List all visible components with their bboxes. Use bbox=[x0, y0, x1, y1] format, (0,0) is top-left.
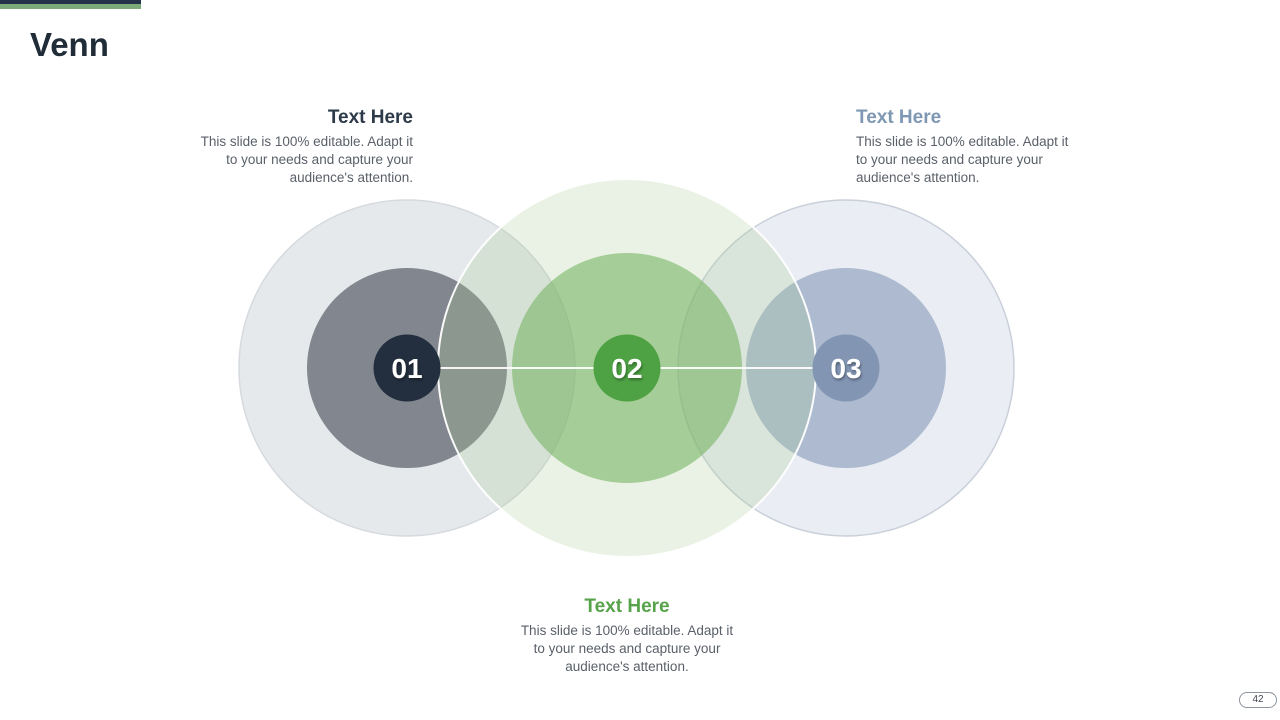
text-block-right: Text Here This slide is 100% editable. A… bbox=[856, 107, 1108, 187]
text-block-bottom-line: This slide is 100% editable. Adapt it bbox=[520, 623, 734, 638]
text-block-left: Text Here This slide is 100% editable. A… bbox=[161, 107, 413, 187]
page-number-badge: 42 bbox=[1239, 692, 1277, 708]
venn-number-label-01: 01 bbox=[391, 353, 422, 384]
venn-number-label-03: 03 bbox=[830, 353, 861, 384]
venn-number-circle-01 bbox=[373, 334, 441, 402]
text-block-bottom-line: to your needs and capture your bbox=[533, 641, 721, 656]
top-accent-bar-green bbox=[0, 4, 141, 9]
venn-number-circle-03 bbox=[812, 334, 880, 402]
text-block-left-line: This slide is 100% editable. Adapt it bbox=[200, 134, 413, 149]
venn-number-label-02: 02 bbox=[611, 353, 642, 384]
text-block-bottom-line: audience's attention. bbox=[565, 659, 689, 674]
text-block-left-line: audience's attention. bbox=[289, 170, 413, 185]
text-block-bottom: Text Here This slide is 100% editable. A… bbox=[487, 596, 767, 676]
text-block-left-line: to your needs and capture your bbox=[226, 152, 413, 167]
text-block-right-line: to your needs and capture your bbox=[856, 152, 1043, 167]
venn-number-circle-02 bbox=[593, 334, 661, 402]
page-title: Venn bbox=[30, 26, 109, 63]
text-block-right-line: This slide is 100% editable. Adapt it bbox=[856, 134, 1069, 149]
text-block-left-heading: Text Here bbox=[327, 107, 413, 128]
text-block-right-line: audience's attention. bbox=[856, 170, 980, 185]
top-accent-bar-navy bbox=[0, 0, 141, 4]
text-block-right-heading: Text Here bbox=[856, 107, 942, 128]
text-block-bottom-heading: Text Here bbox=[584, 596, 670, 617]
